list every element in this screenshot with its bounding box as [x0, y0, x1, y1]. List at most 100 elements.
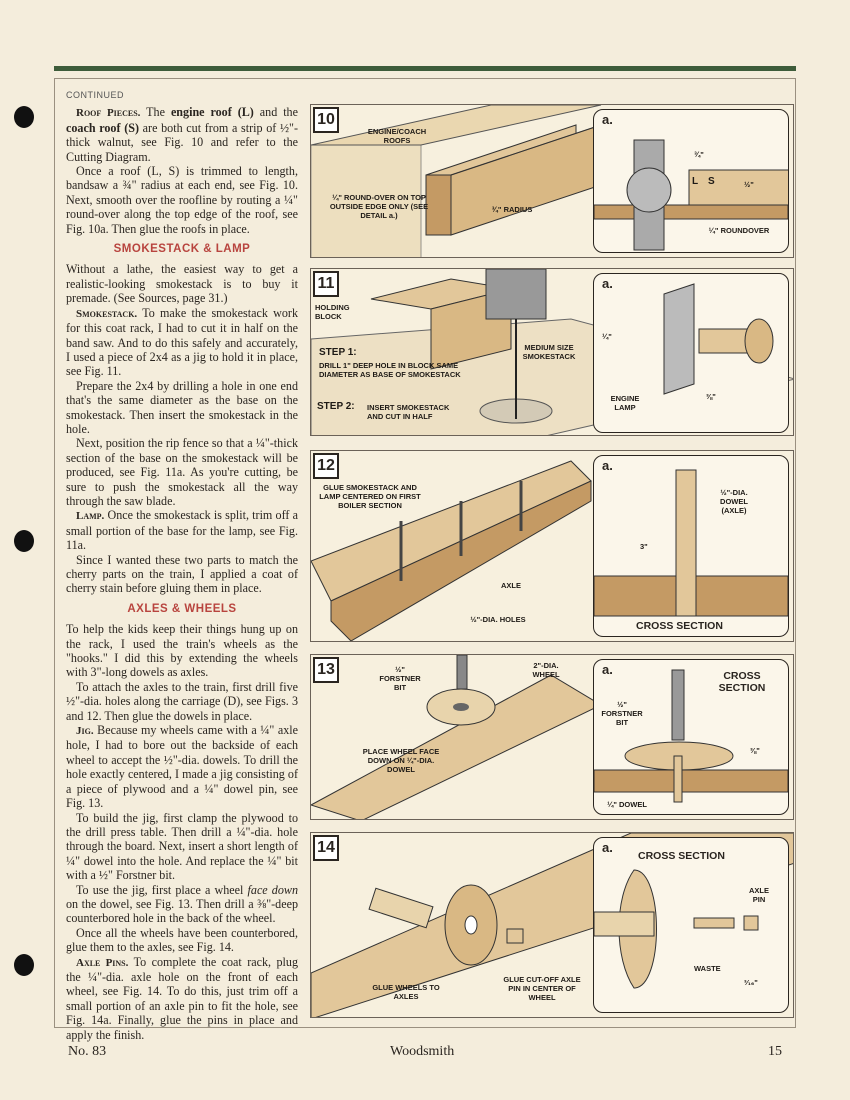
- section-heading-axles: AXLES & WHEELS: [127, 602, 237, 615]
- label-medium-smokestack: MEDIUM SIZE SMOKESTACK: [522, 343, 576, 361]
- label-forstner-bit: ½" FORSTNER BIT: [379, 665, 421, 692]
- figure-13: 13 ½" FORSTNER BIT 2"-DIA. WHEEL PLACE W…: [310, 654, 794, 820]
- dim-316: ³⁄₁₆": [744, 978, 758, 987]
- label-roofs: ENGINE/COACH ROOFS: [367, 127, 427, 145]
- detail-label: a.: [602, 276, 613, 291]
- detail-label: a.: [602, 662, 613, 677]
- paragraph: Next, position the rip fence so that a ¼…: [66, 436, 298, 508]
- fig13-detail-drawing: [594, 669, 788, 803]
- paragraph-roof-pieces: Roof Pieces. The engine roof (L) and the…: [66, 105, 298, 164]
- emphasis: face down: [247, 882, 299, 897]
- run-in-head: Smokestack.: [76, 307, 138, 320]
- paragraph: To attach the axles to the train, first …: [66, 679, 298, 723]
- run-in-head: Roof Pieces.: [76, 107, 141, 120]
- paragraph: Without a lathe, the easiest way to get …: [66, 262, 298, 306]
- text-run: are both cut from a strip of ½"-thick wa…: [66, 120, 298, 164]
- detail-label: a.: [602, 840, 613, 855]
- paragraph: Prepare the 2x4 by drilling a hole in on…: [66, 378, 298, 436]
- label-glue-wheels: GLUE WHEELS TO AXLES: [372, 983, 440, 1001]
- fig13-detail: a. CROSS SECTION ½" FORSTNER BIT ⅜" ¼" D…: [593, 659, 789, 815]
- fig11-detail-drawing: [663, 283, 774, 395]
- label-roundover: ¼" ROUNDOVER: [708, 226, 770, 235]
- fig14-detail-drawing: [594, 869, 759, 989]
- part-L: L: [692, 176, 699, 187]
- text-run: To make the smokestack work for this coa…: [66, 305, 298, 379]
- paragraph: Once all the wheels have been counterbor…: [66, 925, 298, 955]
- run-in-head: Lamp.: [76, 510, 105, 523]
- page-frame: [54, 78, 796, 1028]
- label-forstner: ½" FORSTNER BIT: [601, 700, 643, 727]
- binder-hole: [14, 954, 34, 976]
- text-run: To use the jig, first place a wheel: [76, 882, 248, 897]
- cross-section-title: CROSS SECTION: [636, 620, 723, 632]
- issue-number: No. 83: [68, 1044, 107, 1059]
- article-text-column: CONTINUED Roof Pieces. The engine roof (…: [66, 88, 298, 1042]
- label-axle: AXLE: [501, 581, 522, 590]
- label-place-wheel: PLACE WHEEL FACE DOWN ON ¼"-DIA. DOWEL: [362, 747, 440, 774]
- fig10-detail-drawing: [594, 139, 788, 251]
- paragraph-lamp: Lamp. Once the smokestack is split, trim…: [66, 508, 298, 552]
- header-rule: [54, 66, 796, 71]
- text-run: Because my wheels came with a ¼" axle ho…: [66, 723, 298, 811]
- label-axle-pin: AXLE PIN: [748, 886, 769, 904]
- paragraph-jig: Jig. Because my wheels came with a ¼" ax…: [66, 723, 298, 810]
- figure-14: 14 GLUE WHEELS TO AXLES GLUE CUT-OFF AXL…: [310, 832, 794, 1018]
- paragraph: To help the kids keep their things hung …: [66, 622, 298, 680]
- dim-14: ¼": [602, 332, 612, 341]
- label-step-2-text: INSERT SMOKESTACK AND CUT IN HALF: [367, 403, 450, 421]
- figure-11: 11 HOLDING BLOCK STEP 1: DRILL 1" DEEP H…: [310, 268, 794, 436]
- label-step-1-text: DRILL 1" DEEP HOLE IN BLOCK SAME DIAMETE…: [319, 361, 461, 379]
- fig10-drawing: [311, 105, 602, 257]
- figure-number: 12: [313, 453, 339, 479]
- text-run: The: [140, 105, 171, 120]
- fig11-detail: a. ¼" ENGINE LAMP ⅜": [593, 273, 789, 433]
- figure-number: 14: [313, 835, 339, 861]
- detail-label: a.: [602, 458, 613, 473]
- dim-12: ½": [744, 180, 754, 189]
- label-wheel: 2"-DIA. WHEEL: [532, 661, 560, 679]
- label-glue-smokestack: GLUE SMOKESTACK AND LAMP CENTERED ON FIR…: [319, 483, 421, 510]
- continued-label: CONTINUED: [66, 90, 124, 100]
- label-step-1: STEP 1:: [319, 347, 357, 358]
- label-glue-pin: GLUE CUT-OFF AXLE PIN IN CENTER OF WHEEL: [503, 975, 581, 1002]
- fig12-detail: a. ½"-DIA. DOWEL (AXLE) 3" CROSS SECTION: [593, 455, 789, 637]
- paragraph: To build the jig, first clamp the plywoo…: [66, 810, 298, 883]
- paragraph-axle-pins: Axle Pins. To complete the coat rack, pl…: [66, 955, 298, 1042]
- label-holes: ½"-DIA. HOLES: [470, 615, 526, 624]
- section-heading-smokestack: SMOKESTACK & LAMP: [113, 243, 251, 256]
- part-engine-roof: engine roof (L): [170, 105, 254, 120]
- figure-12: 12 GLUE SMOKESTACK AND LAMP CENTERED ON …: [310, 450, 794, 642]
- fig14-detail: a. CROSS SECTION AXLE PIN WASTE ³⁄₁₆": [593, 837, 789, 1013]
- paragraph: To use the jig, first place a wheel face…: [66, 883, 298, 926]
- text-run: on the dowel, see Fig. 13. Then drill a …: [66, 896, 298, 926]
- label-holding-block: HOLDING BLOCK: [315, 303, 350, 321]
- dim-38: ⅜": [750, 746, 760, 755]
- figure-number: 11: [313, 271, 339, 297]
- cross-section-title: CROSS SECTION: [638, 850, 725, 862]
- label-engine-lamp: ENGINE LAMP: [610, 394, 640, 412]
- text-run: Once the smokestack is split, trim off a…: [66, 508, 298, 553]
- text-run: and the: [253, 105, 298, 120]
- figure-number: 13: [313, 657, 339, 683]
- paragraph: Since I wanted these two parts to match …: [66, 552, 298, 596]
- paragraph: Once a roof (L, S) is trimmed to length,…: [66, 164, 298, 236]
- label-dowel-axle: ½"-DIA. DOWEL (AXLE): [720, 488, 748, 515]
- dim-38: ⅜": [706, 392, 716, 401]
- cross-section-title: CROSS SECTION: [718, 670, 766, 694]
- fig12-drawing: [311, 460, 592, 641]
- binder-hole: [14, 106, 34, 128]
- run-in-head: Axle Pins.: [76, 956, 129, 969]
- label-radius: ¾" RADIUS: [491, 205, 533, 214]
- binder-hole: [14, 530, 34, 552]
- part-S: S: [708, 176, 715, 187]
- fig10-detail: a. ¾" L S ½" ¼" ROUNDOVER: [593, 109, 789, 253]
- figure-number: 10: [313, 107, 339, 133]
- label-step-2: STEP 2:: [317, 401, 355, 412]
- dim-3: 3": [640, 542, 648, 551]
- fig12-detail-drawing: [594, 469, 788, 617]
- run-in-head: Jig.: [76, 725, 94, 738]
- figure-10: 10 ENGINE/COACH ROOFS ¼" ROUND-OVER ON T…: [310, 104, 794, 258]
- paragraph-smokestack: Smokestack. To make the smokestack work …: [66, 306, 298, 379]
- page-number: 15: [768, 1044, 782, 1059]
- dim-34: ¾": [694, 150, 704, 159]
